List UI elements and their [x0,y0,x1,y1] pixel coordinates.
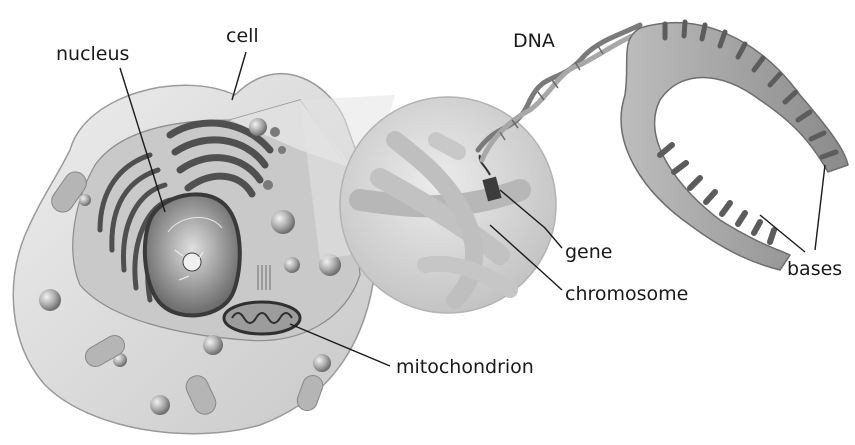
label-chromosome: chromosome [565,283,688,305]
nucleus-organelle [145,194,240,315]
label-mitochondrion: mitochondrion [396,356,534,378]
dna-ribbon [621,23,848,270]
label-gene: gene [565,241,612,263]
mitochondrion-organelle [224,302,300,334]
bases-leader-line-a [815,165,825,250]
label-bases: bases [787,258,842,280]
label-cell: cell [226,25,259,47]
label-nucleus: nucleus [56,43,129,65]
label-dna: DNA [513,30,555,52]
